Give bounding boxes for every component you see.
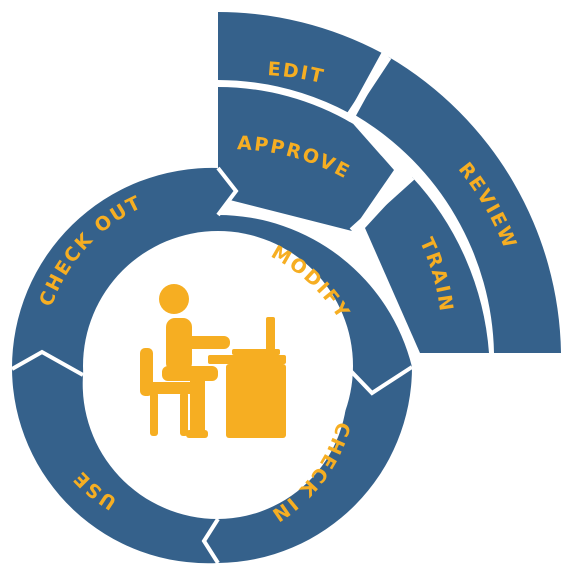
segment-approve[interactable] [218, 86, 394, 231]
segment-review[interactable] [356, 56, 561, 354]
segment-check-out[interactable] [11, 167, 219, 375]
middle-ring [218, 86, 489, 353]
person-at-desk-with-laptop-icon [140, 284, 286, 438]
segment-train[interactable] [365, 177, 489, 353]
segment-check-in[interactable] [204, 365, 412, 563]
outer-ring [218, 12, 561, 354]
segment-use[interactable] [12, 352, 218, 564]
segment-edit[interactable] [218, 12, 382, 113]
segment-separators [11, 54, 415, 565]
